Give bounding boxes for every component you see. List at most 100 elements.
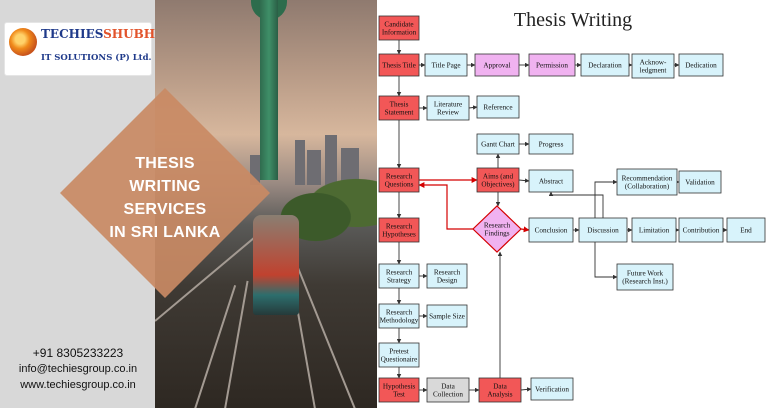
- company-logo[interactable]: TECHIESSHUBH DEEP IT SOLUTIONS (P) Ltd.: [4, 22, 197, 76]
- node-label: (Research Inst.): [622, 278, 668, 286]
- node-label: Statement: [385, 109, 414, 117]
- node-box: [426, 263, 468, 289]
- node-thesis-title: Thesis Title: [378, 53, 420, 77]
- headline-text: THESIS WRITING SERVICES IN SRI LANKA: [80, 152, 250, 244]
- node-box: [616, 263, 674, 291]
- node-label: Research: [386, 172, 413, 180]
- node-verification: Verification: [530, 377, 574, 401]
- building-image: [325, 135, 337, 185]
- node-box: [426, 377, 470, 403]
- node-label: Hypothesis: [383, 382, 416, 390]
- node-box: [474, 53, 520, 77]
- node-label: Conclusion: [535, 227, 568, 235]
- headline-line2: WRITING: [129, 178, 201, 195]
- node-label: Contribution: [683, 227, 720, 235]
- node-abstract: Abstract: [528, 169, 574, 193]
- rail-track: [224, 280, 249, 408]
- node-label: Reference: [483, 104, 512, 112]
- node-sample-size: Sample Size: [426, 304, 468, 328]
- node-contribution: Contribution: [678, 217, 724, 243]
- node-box: [476, 133, 520, 155]
- node-box: [528, 169, 574, 193]
- node-box: [528, 217, 574, 243]
- node-box: [726, 217, 766, 243]
- node-label: Findings: [484, 230, 509, 238]
- node-box: [578, 217, 628, 243]
- logo-emblem-icon: [9, 28, 37, 56]
- node-label: Collection: [433, 391, 463, 399]
- node-validation: Validation: [678, 170, 722, 194]
- node-label: Verification: [535, 386, 569, 394]
- node-label: Questionaire: [381, 356, 418, 364]
- node-box: [378, 53, 420, 77]
- node-box: [616, 168, 678, 196]
- node-label: Future Work: [627, 269, 664, 277]
- node-label: Research: [484, 221, 511, 229]
- node-box: [378, 95, 420, 121]
- headline-badge: THESIS WRITING SERVICES IN SRI LANKA: [60, 88, 270, 298]
- node-label: Questions: [385, 181, 414, 189]
- contact-website[interactable]: www.techiesgroup.co.in: [20, 379, 136, 391]
- node-label: Information: [382, 29, 417, 37]
- node-future-work: Future Work(Research Inst.): [616, 263, 674, 291]
- node-box: [678, 217, 724, 243]
- logo-subtitle: IT SOLUTIONS (P) Ltd.: [41, 53, 152, 63]
- building-image: [250, 155, 260, 185]
- node-box: [378, 303, 420, 329]
- node-label: Research: [386, 268, 413, 276]
- node-box: [678, 53, 724, 77]
- flow-connector: [518, 178, 530, 183]
- node-label: Thesis Title: [382, 62, 416, 70]
- flowchart-svg: Thesis Writing CandidateInformationThesi…: [378, 9, 766, 403]
- red-flow-connector: [520, 226, 530, 233]
- node-label: Permission: [536, 62, 568, 70]
- node-label: Acknow-: [640, 58, 667, 66]
- node-label: Design: [437, 277, 458, 285]
- node-box: [528, 53, 576, 77]
- contact-block: +91 8305233223 info@techiesgroup.co.in w…: [4, 345, 152, 393]
- node-progress: Progress: [528, 133, 574, 155]
- node-box: [631, 217, 677, 243]
- node-reference: Reference: [476, 95, 520, 119]
- node-box: [530, 377, 574, 401]
- node-box: [424, 53, 468, 77]
- node-box: [378, 263, 420, 289]
- node-conclusion: Conclusion: [528, 217, 574, 243]
- contact-email[interactable]: info@techiesgroup.co.in: [18, 363, 138, 375]
- node-dedication: Dedication: [678, 53, 724, 77]
- node-label: Gantt Chart: [481, 141, 515, 149]
- node-label: Abstract: [539, 178, 563, 186]
- node-label: Research: [386, 308, 413, 316]
- node-label: Title Page: [431, 62, 460, 70]
- flow-connector: [520, 387, 532, 392]
- node-box: [528, 133, 574, 155]
- node-box: [378, 15, 420, 41]
- flow-connector: [594, 242, 618, 280]
- node-label: Pretest: [389, 347, 409, 355]
- node-title-page: Title Page: [424, 53, 468, 77]
- red-flow-connector: [418, 182, 473, 230]
- rail-track: [194, 285, 237, 408]
- node-limitation: Limitation: [631, 217, 677, 243]
- node-label: Research: [386, 222, 413, 230]
- flow-connector: [594, 179, 618, 218]
- node-permission: Permission: [528, 53, 576, 77]
- node-label: Recommendation: [622, 174, 673, 182]
- headline-line4: IN SRI LANKA: [109, 224, 221, 241]
- contact-phone[interactable]: +91 8305233223: [32, 346, 124, 360]
- node-box: [476, 167, 520, 193]
- node-label: Declaration: [588, 62, 622, 70]
- node-label: Discussion: [587, 227, 619, 235]
- node-label: Aims (and: [483, 172, 514, 180]
- logo-name-part1: TECHIES: [41, 27, 104, 41]
- node-box: [426, 95, 470, 121]
- node-box: [472, 205, 522, 253]
- node-label: Strategy: [387, 277, 411, 285]
